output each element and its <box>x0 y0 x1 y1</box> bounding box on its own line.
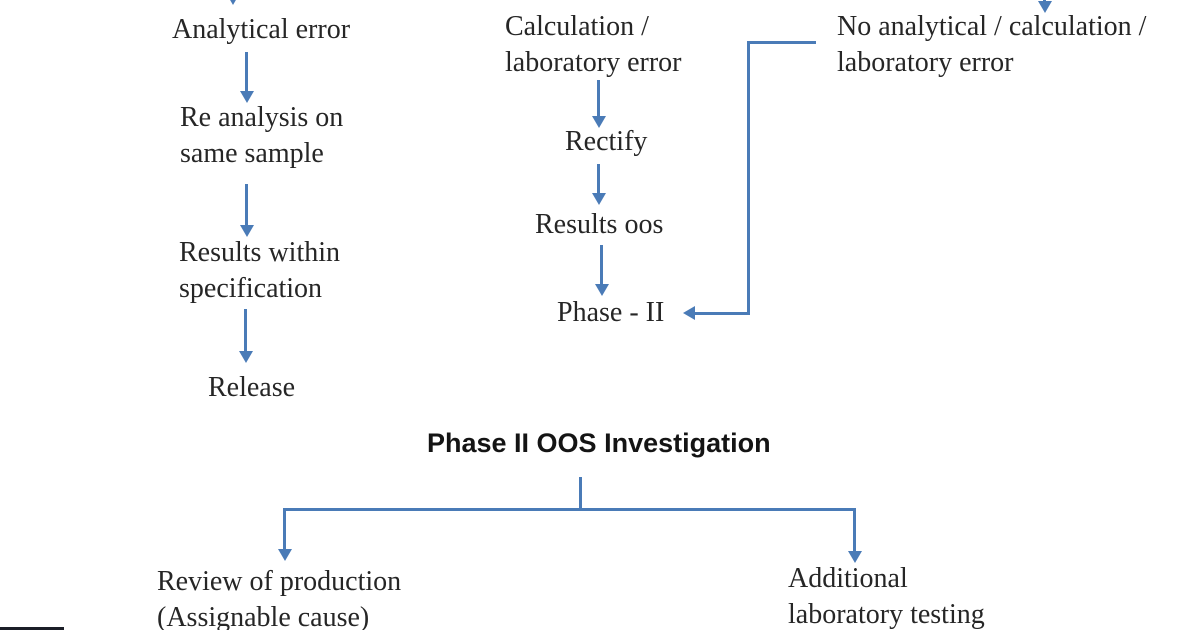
arrow-rectify-to-resultsoos <box>597 164 600 194</box>
arrow-down-icon <box>592 193 606 205</box>
node-label: Review of production <box>157 566 402 597</box>
node-label: laboratory testing <box>788 599 985 630</box>
node-label: No analytical / calculation / <box>837 11 1147 42</box>
node-analytical-error: Analytical error <box>172 12 350 48</box>
arrow-branch-right <box>853 508 856 552</box>
phase2-heading: Phase II OOS Investigation <box>427 428 771 458</box>
node-label: Analytical error <box>172 14 351 45</box>
node-rectify: Rectify <box>565 124 647 160</box>
node-label: Calculation / <box>505 11 649 42</box>
node-no-error: No analytical / calculation / laboratory… <box>837 9 1146 81</box>
arrow-down-icon <box>240 225 254 237</box>
node-additional-testing: Additional laboratory testing <box>788 561 985 630</box>
branch-horizontal <box>283 508 856 511</box>
node-label: Rectify <box>565 126 648 157</box>
arrow-left-icon <box>683 306 695 320</box>
node-results-within-spec: Results within specification <box>179 235 340 307</box>
node-label: same sample <box>180 138 324 169</box>
cropped-arrow-down-icon <box>1038 1 1052 13</box>
node-label: Results within <box>179 237 341 268</box>
connector-noerror-top <box>747 41 816 44</box>
arrow-down-icon <box>278 549 292 561</box>
arrow-down-icon <box>239 351 253 363</box>
node-phase-ii: Phase - II <box>557 295 664 331</box>
node-review-production: Review of production (Assignable cause) <box>157 564 401 630</box>
connector-noerror-vertical <box>747 41 750 315</box>
arrow-results-to-release <box>244 309 247 352</box>
arrow-down-icon <box>592 116 606 128</box>
node-label: specification <box>179 273 323 304</box>
connector-noerror-bottom <box>694 312 750 315</box>
arrow-analytical-to-reanalysis <box>245 52 248 92</box>
arrow-calculation-to-rectify <box>597 80 600 117</box>
node-label: Results oos <box>535 209 664 240</box>
node-label: Additional <box>788 563 908 594</box>
node-label: Phase - II <box>557 297 665 328</box>
arrow-reanalysis-to-results <box>245 184 248 226</box>
node-label: Re analysis on <box>180 102 344 133</box>
node-label: (Assignable cause) <box>157 602 370 630</box>
node-calculation-error: Calculation / laboratory error <box>505 9 681 81</box>
footer-bar-fragment <box>0 627 64 630</box>
arrow-down-icon <box>595 284 609 296</box>
cropped-arrow-down-icon <box>226 0 240 5</box>
branch-stub <box>579 477 582 510</box>
node-label: Release <box>208 372 296 403</box>
node-release: Release <box>208 370 295 406</box>
arrow-down-icon <box>240 91 254 103</box>
node-label: laboratory error <box>837 47 1014 78</box>
node-label: laboratory error <box>505 47 682 78</box>
node-results-oos: Results oos <box>535 207 663 243</box>
arrow-resultsoos-to-phaseii <box>600 245 603 285</box>
arrow-branch-left <box>283 508 286 550</box>
arrow-down-icon <box>848 551 862 563</box>
node-re-analysis: Re analysis on same sample <box>180 100 343 172</box>
